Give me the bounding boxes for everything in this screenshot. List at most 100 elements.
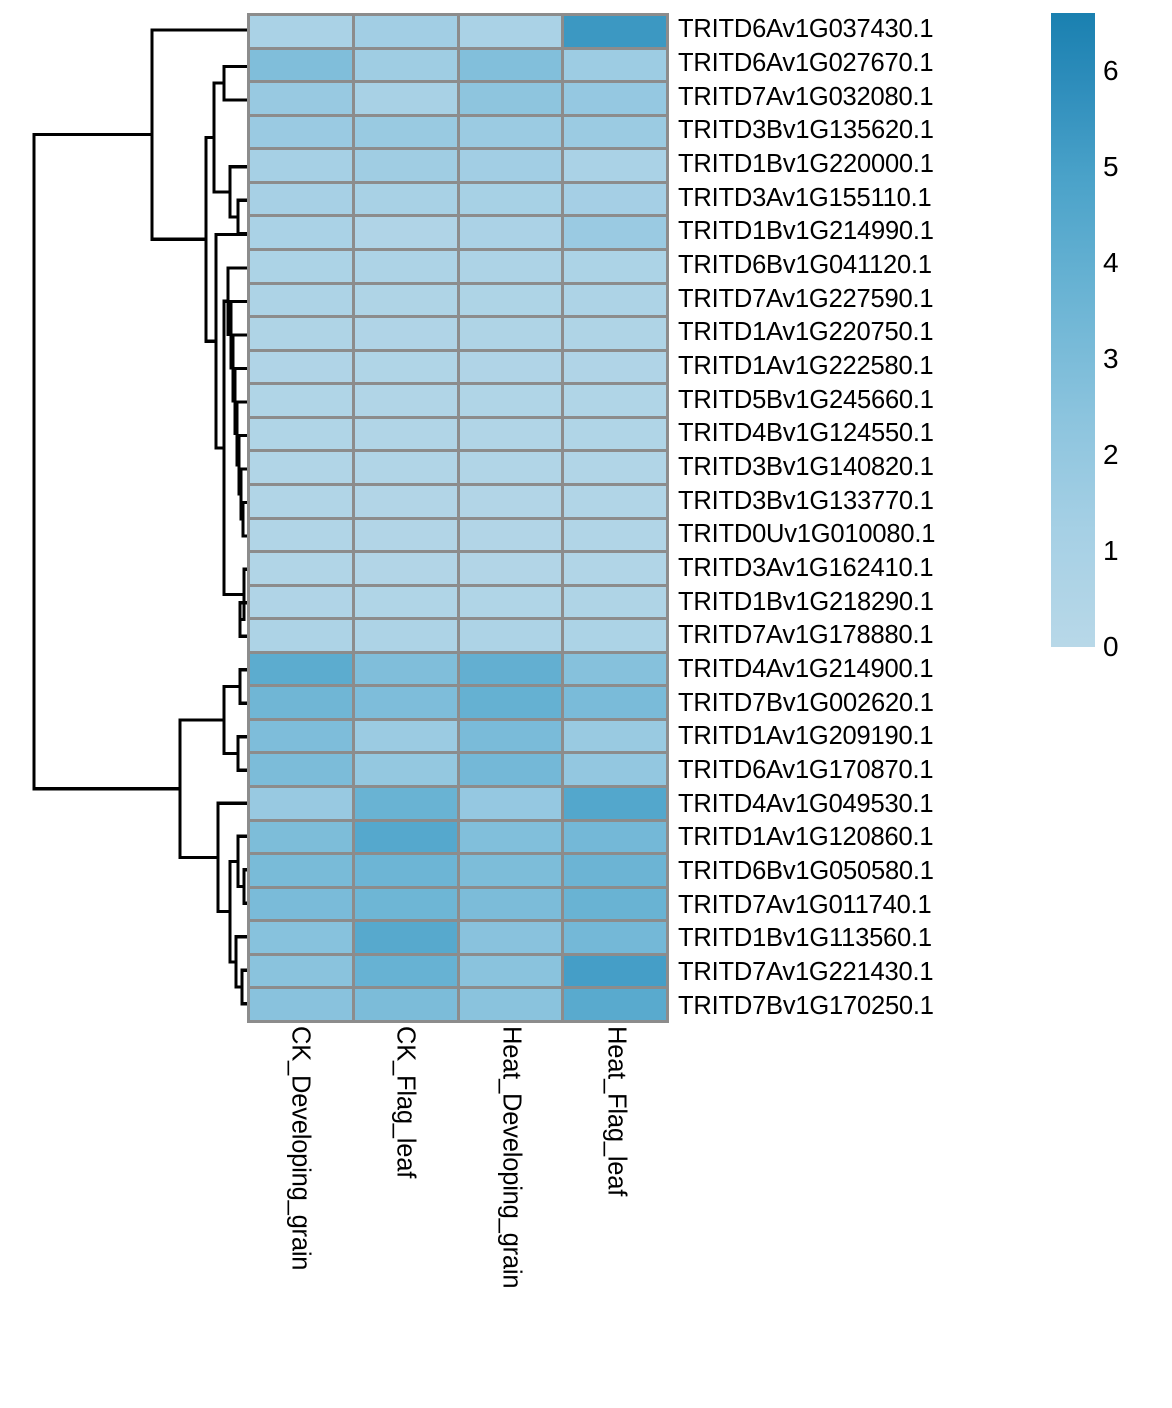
heatmap-cell [250,720,352,752]
heatmap-cell [354,284,457,316]
row-label: TRITD7Av1G178880.1 [678,621,934,650]
row-label: TRITD6Bv1G050580.1 [678,857,934,886]
row-label: TRITD6Av1G170870.1 [678,756,934,785]
heatmap-cell [564,116,666,148]
heatmap-cell [564,418,666,450]
heatmap-cell [354,351,457,383]
heatmap-cell [564,653,666,685]
heatmap-cell [564,788,666,819]
row-label: TRITD7Av1G011740.1 [678,890,932,919]
heatmap-cell [459,687,562,718]
row-label: TRITD4Av1G214900.1 [678,655,934,684]
row-label: TRITD7Av1G221430.1 [678,958,934,987]
heatmap-cell [354,888,457,920]
heatmap-cell [250,519,352,551]
heatmap-cell [564,150,666,181]
heatmap-cell [459,586,562,618]
heatmap-cell [250,318,352,349]
heatmap-cell [354,989,457,1020]
row-label: TRITD3Bv1G135620.1 [678,116,934,145]
row-label: TRITD7Bv1G170250.1 [678,991,934,1020]
heatmap-cell [250,116,352,148]
heatmap-cell [250,250,352,282]
heatmap-cell [250,620,352,651]
heatmap-cell [250,49,352,81]
heatmap-cell [354,16,457,47]
heatmap-cell [354,485,457,517]
heatmap-cell [354,250,457,282]
heatmap-cell [250,16,352,47]
heatmap-cell [459,855,562,886]
heatmap-cell [564,586,666,618]
row-dendrogram [32,28,248,1006]
heatmap-cell [564,553,666,584]
row-label: TRITD1Av1G209190.1 [678,722,934,751]
heatmap-cell [354,586,457,618]
heatmap-cell [459,720,562,752]
heatmap-cell [354,183,457,215]
heatmap-cell [250,183,352,215]
heatmap-cell [250,855,352,886]
colorbar-tick-label: 6 [1103,54,1119,86]
column-label-cell: CK_Developing_grain [247,1026,353,1396]
heatmap-cell [354,653,457,685]
colorbar-gradient [1051,13,1095,647]
column-label-cell: CK_Flag_leaf [353,1026,459,1396]
heatmap-cell [564,620,666,651]
heatmap-cell [250,385,352,416]
heatmap-cell [459,620,562,651]
heatmap-cell [564,284,666,316]
row-label: TRITD7Av1G227590.1 [678,284,934,313]
heatmap-cell [459,888,562,920]
heatmap-cell [250,754,352,786]
row-label: TRITD1Av1G222580.1 [678,352,934,381]
heatmap-cell [564,821,666,853]
heatmap-cell [564,519,666,551]
heatmap-cell [564,83,666,114]
row-label: TRITD3Bv1G140820.1 [678,453,934,482]
colorbar-tick-label: 5 [1103,150,1119,182]
heatmap-cell [564,922,666,953]
heatmap-cell [250,888,352,920]
heatmap-cell [564,955,666,987]
heatmap-cell [250,955,352,987]
heatmap-cell [250,788,352,819]
column-label: CK_Flag_leaf [391,1026,420,1179]
heatmap-cell [459,49,562,81]
heatmap-cell [354,318,457,349]
row-label: TRITD4Bv1G124550.1 [678,419,934,448]
heatmap-cell [250,821,352,853]
heatmap-cell [354,687,457,718]
heatmap-grid-border [247,13,669,1023]
heatmap-cell [564,49,666,81]
heatmap-cell [250,687,352,718]
heatmap-cell [459,418,562,450]
heatmap-cell [564,452,666,483]
heatmap-cell [459,250,562,282]
row-label: TRITD0Uv1G010080.1 [678,520,936,549]
row-label: TRITD1Bv1G220000.1 [678,150,934,179]
heatmap-cell [354,116,457,148]
heatmap-cell [459,385,562,416]
heatmap-cell [564,250,666,282]
heatmap-cell [459,452,562,483]
heatmap-cell [459,150,562,181]
heatmap-cell [250,586,352,618]
heatmap-cell [564,989,666,1020]
column-label: Heat_Flag_leaf [602,1026,631,1197]
heatmap-cell [354,922,457,953]
heatmap-cell [354,955,457,987]
heatmap-cell [354,754,457,786]
heatmap-cell [459,955,562,987]
row-label: TRITD6Av1G037430.1 [678,15,934,44]
heatmap-cell [250,217,352,248]
heatmap-cell [250,553,352,584]
heatmap-cell [564,754,666,786]
row-label: TRITD3Av1G155110.1 [678,183,932,212]
heatmap-cell [250,653,352,685]
heatmap-cell [459,821,562,853]
heatmap-cell [564,16,666,47]
